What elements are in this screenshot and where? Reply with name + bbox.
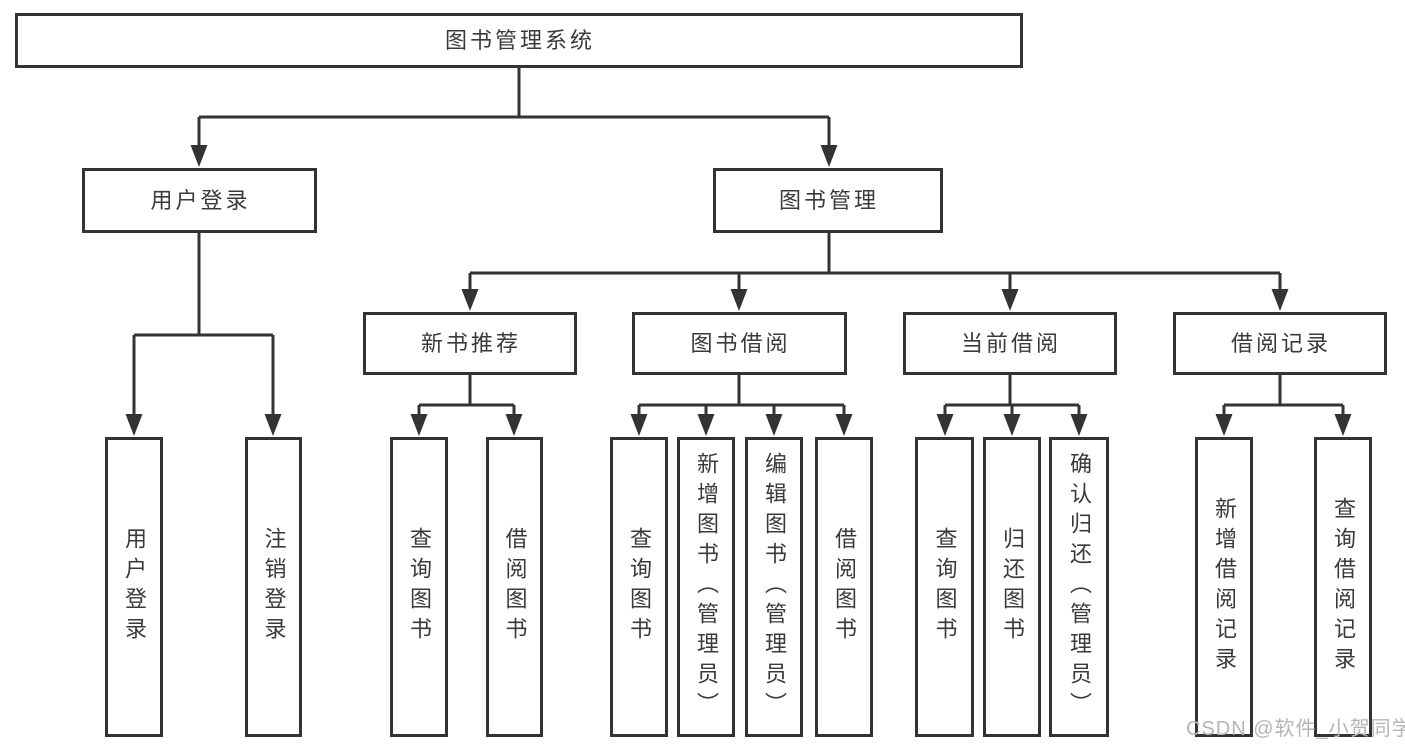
node-label: 借阅图书 (502, 527, 528, 647)
node-label: 新增图书（管理员） (694, 452, 719, 722)
csdn-watermark: CSDN @软件_小贺同学 (1186, 718, 1405, 740)
node-book-management: 图书管理 (713, 168, 943, 233)
node-new-book-recommend: 新书推荐 (363, 312, 577, 375)
node-book-borrow: 图书借阅 (632, 312, 847, 375)
node-label: 查询图书 (407, 527, 432, 647)
node-leaf-user-login: 用户登录 (105, 437, 163, 737)
node-label: 借阅记录 (1230, 330, 1331, 356)
connector-borrow-records-children (1215, 375, 1352, 436)
connector-current-borrow-children (936, 375, 1088, 436)
connector-root-to-level2 (190, 66, 838, 167)
node-label: 当前借阅 (960, 330, 1061, 356)
node-label: 图书借阅 (690, 330, 791, 356)
node-leaf-edit-books-admin: 编辑图书（管理员） (745, 437, 803, 737)
connector-book-borrow-children (630, 375, 853, 436)
node-label: 确认归还（管理员） (1067, 452, 1092, 722)
node-leaf-add-borrow-record: 新增借阅记录 (1195, 437, 1253, 737)
node-leaf-borrow-books-1: 借阅图书 (486, 437, 543, 737)
node-label: 用户登录 (150, 187, 251, 213)
node-leaf-confirm-return-admin: 确认归还（管理员） (1049, 437, 1109, 737)
node-label: 查询借阅记录 (1331, 497, 1356, 677)
node-label: 查询图书 (932, 527, 958, 647)
node-current-borrow: 当前借阅 (903, 312, 1117, 375)
node-label: 注销登录 (261, 527, 287, 647)
node-label: 图书管理 (778, 187, 879, 213)
node-leaf-borrow-books-2: 借阅图书 (815, 437, 873, 737)
node-label: 图书管理系统 (444, 27, 595, 53)
node-label: 查询图书 (627, 527, 652, 647)
node-label: 新增借阅记录 (1212, 497, 1237, 677)
node-library-management-system: 图书管理系统 (15, 13, 1023, 68)
node-label: 借阅图书 (832, 527, 857, 647)
connector-book-mgmt-to-level3 (461, 233, 1289, 311)
node-leaf-query-borrow-record: 查询借阅记录 (1314, 437, 1372, 737)
node-label: 归还图书 (1000, 527, 1025, 647)
node-label: 用户登录 (122, 527, 147, 647)
node-leaf-query-books-2: 查询图书 (610, 437, 668, 737)
node-leaf-add-books-admin: 新增图书（管理员） (677, 437, 735, 737)
node-label: 新书推荐 (420, 330, 521, 356)
connector-new-book-children (410, 375, 523, 436)
node-user-login: 用户登录 (82, 168, 317, 233)
node-borrow-records: 借阅记录 (1173, 312, 1387, 375)
node-leaf-logout: 注销登录 (245, 437, 302, 737)
connector-user-login-children (125, 233, 282, 436)
node-leaf-query-books-1: 查询图书 (390, 437, 448, 737)
node-leaf-return-books: 归还图书 (983, 437, 1041, 737)
node-leaf-query-books-3: 查询图书 (915, 437, 974, 737)
node-label: 编辑图书（管理员） (762, 452, 787, 722)
